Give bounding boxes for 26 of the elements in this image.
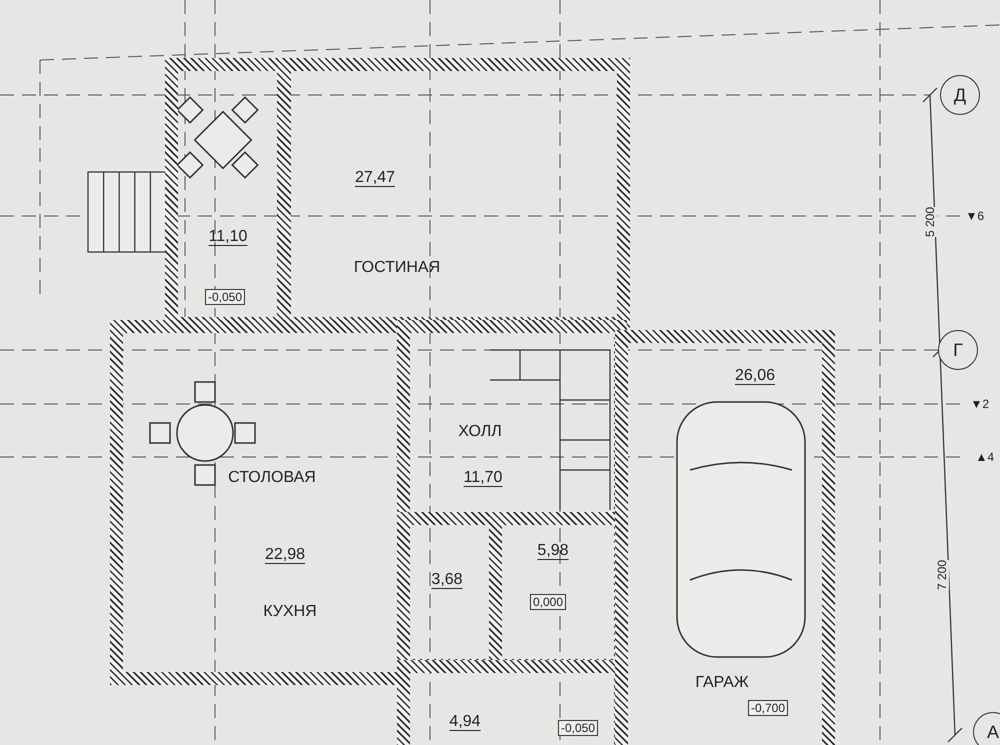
room-outline bbox=[278, 58, 630, 330]
axis-bubble: Д bbox=[940, 75, 980, 115]
room-area: 5,98 bbox=[537, 542, 569, 560]
room-area: 11,10 bbox=[208, 228, 248, 246]
room-area: 27,47 bbox=[354, 169, 396, 187]
room-area: 22,98 bbox=[264, 546, 306, 564]
dimension-text: 7 200 bbox=[935, 560, 950, 590]
room-name: СТОЛОВАЯ bbox=[228, 469, 316, 487]
floor-level: -0,050 bbox=[204, 289, 246, 305]
room-name: ХОЛЛ bbox=[458, 423, 502, 441]
level-mark: ▼6 bbox=[966, 209, 984, 223]
room-area: 11,70 bbox=[464, 469, 502, 487]
room-outline bbox=[615, 330, 835, 745]
axis-bubble: А bbox=[973, 712, 1000, 745]
floor-level: -0,050 bbox=[558, 720, 598, 736]
room-area: 4,94 bbox=[449, 713, 481, 731]
level-mark: ▲4 bbox=[976, 450, 994, 464]
floor-level: 0,000 bbox=[530, 594, 566, 610]
level-mark: ▼2 bbox=[970, 397, 990, 411]
room-name: КУХНЯ bbox=[263, 603, 317, 621]
room-name: ГАРАЖ bbox=[695, 674, 749, 692]
floor-level: -0,700 bbox=[748, 700, 788, 716]
dimension-text: 5 200 bbox=[923, 206, 938, 238]
room-area: 3,68 bbox=[431, 571, 463, 589]
room-area: 26,06 bbox=[734, 367, 776, 385]
axis-bubble: Г bbox=[938, 330, 978, 370]
